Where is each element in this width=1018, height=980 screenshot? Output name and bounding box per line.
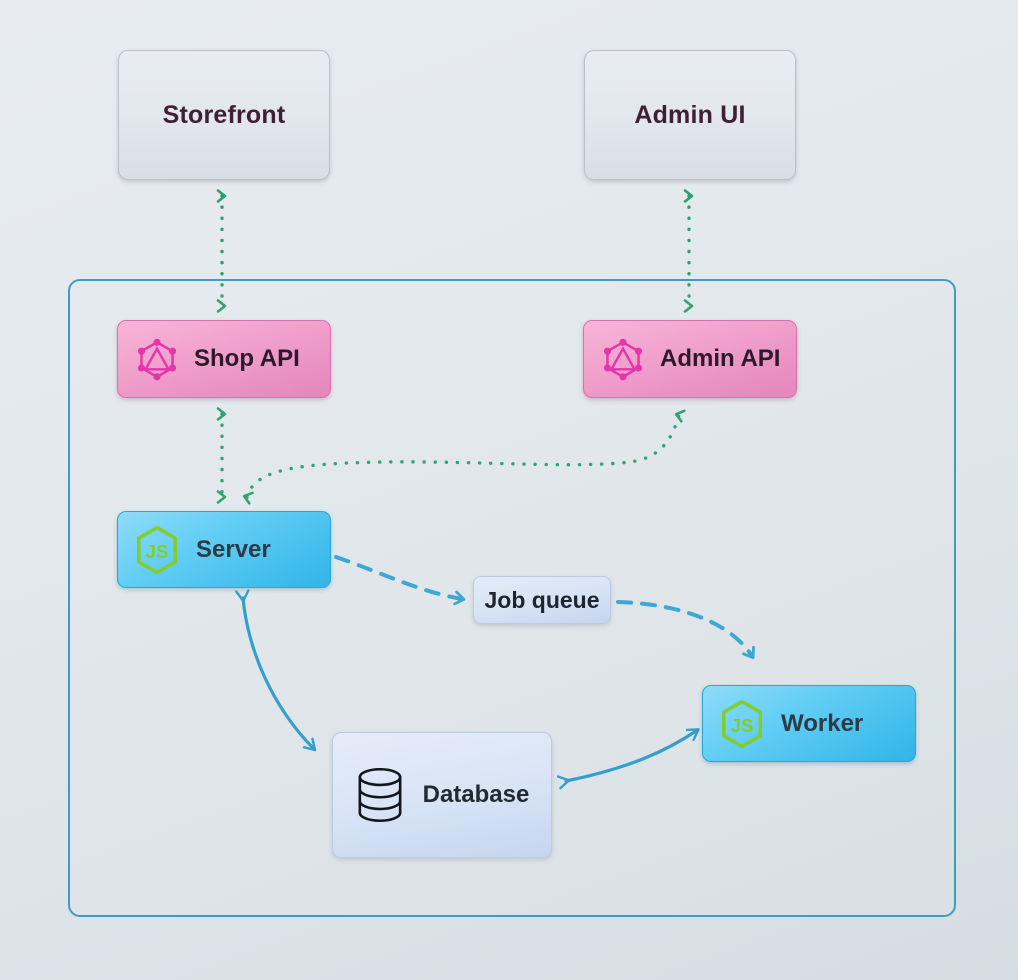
graphql-icon	[600, 336, 646, 382]
node-worker[interactable]: JS Worker	[702, 685, 916, 762]
node-admin-ui-label: Admin UI	[634, 100, 746, 129]
node-admin-api[interactable]: Admin API	[583, 320, 797, 398]
database-cylinder-icon	[355, 767, 405, 823]
node-database[interactable]: Database	[332, 732, 552, 858]
nodejs-icon: JS	[134, 525, 180, 575]
node-admin-api-label: Admin API	[660, 345, 781, 372]
nodejs-icon: JS	[719, 699, 765, 749]
node-job-queue[interactable]: Job queue	[473, 576, 611, 624]
node-storefront-label: Storefront	[162, 100, 286, 129]
graphql-icon	[134, 336, 180, 382]
svg-text:JS: JS	[731, 714, 754, 735]
node-server[interactable]: JS Server	[117, 511, 331, 588]
node-shop-api-label: Shop API	[194, 345, 300, 372]
node-server-label: Server	[196, 535, 271, 563]
node-admin-ui[interactable]: Admin UI	[584, 50, 796, 180]
node-shop-api[interactable]: Shop API	[117, 320, 331, 398]
svg-text:JS: JS	[146, 540, 169, 561]
node-database-label: Database	[422, 781, 530, 808]
node-worker-label: Worker	[781, 709, 864, 737]
server-boundary	[68, 279, 956, 917]
node-job-queue-label: Job queue	[484, 586, 600, 613]
node-storefront[interactable]: Storefront	[118, 50, 330, 180]
